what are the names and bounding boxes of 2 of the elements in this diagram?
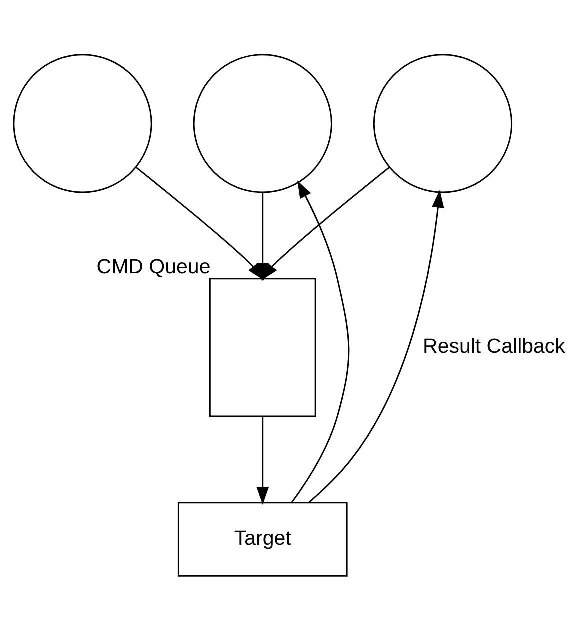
node-label: CMD Queue [96, 254, 211, 278]
edge-label: Result Callback [423, 334, 566, 358]
